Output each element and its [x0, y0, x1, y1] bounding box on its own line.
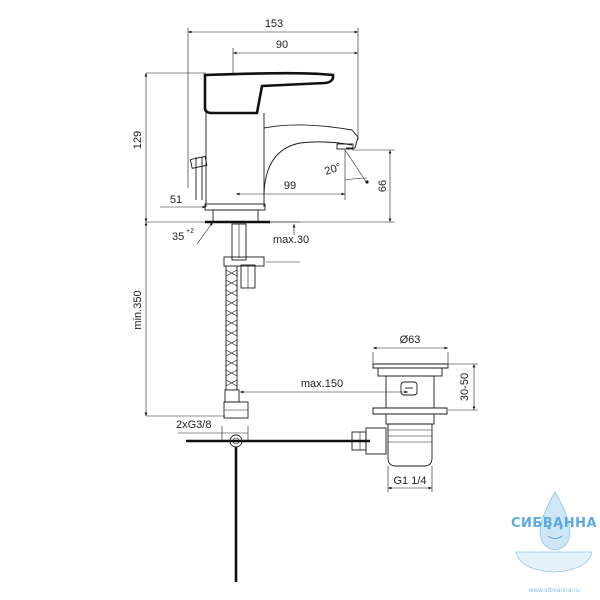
- dim-connection: 2xG3/8: [176, 419, 211, 431]
- popup-rod: [186, 434, 370, 582]
- watermark-url: www.sibvanna.ru: [528, 587, 580, 594]
- dim-reach: 99: [284, 180, 296, 192]
- dim-hole: 35: [172, 231, 184, 243]
- dim-drain-height: 30-50: [459, 373, 471, 401]
- watermark-logo: СИБВАННА www.sibvanna.ru: [511, 491, 597, 594]
- dim-hose-length: min.350: [132, 290, 144, 329]
- water-drop-icon: [539, 491, 571, 551]
- dimension-labels: 153 90 129 99 66 20° 51 35 +2 max.30 min…: [132, 18, 471, 487]
- dim-hole-tolerance: +2: [186, 228, 194, 235]
- dim-base-offset: 51: [170, 194, 182, 206]
- dim-drain-reach: max.150: [301, 378, 343, 390]
- dim-spout-height: 66: [377, 180, 389, 192]
- drain-assembly: [351, 363, 449, 467]
- dim-drain-diameter: Ø63: [400, 334, 421, 346]
- watermark-brand: СИБВАННА: [511, 516, 597, 531]
- dim-width-total: 153: [265, 18, 283, 30]
- flexible-hose: [223, 266, 249, 419]
- dim-drain-thread: G1 1/4: [393, 475, 426, 487]
- dim-height-body: 129: [132, 131, 144, 149]
- dimension-lines: [144, 28, 478, 492]
- dim-deck-thickness: max.30: [273, 234, 309, 246]
- dim-angle: 20°: [323, 161, 343, 178]
- faucet-body: [189, 71, 359, 289]
- dim-width-spout: 90: [276, 39, 288, 51]
